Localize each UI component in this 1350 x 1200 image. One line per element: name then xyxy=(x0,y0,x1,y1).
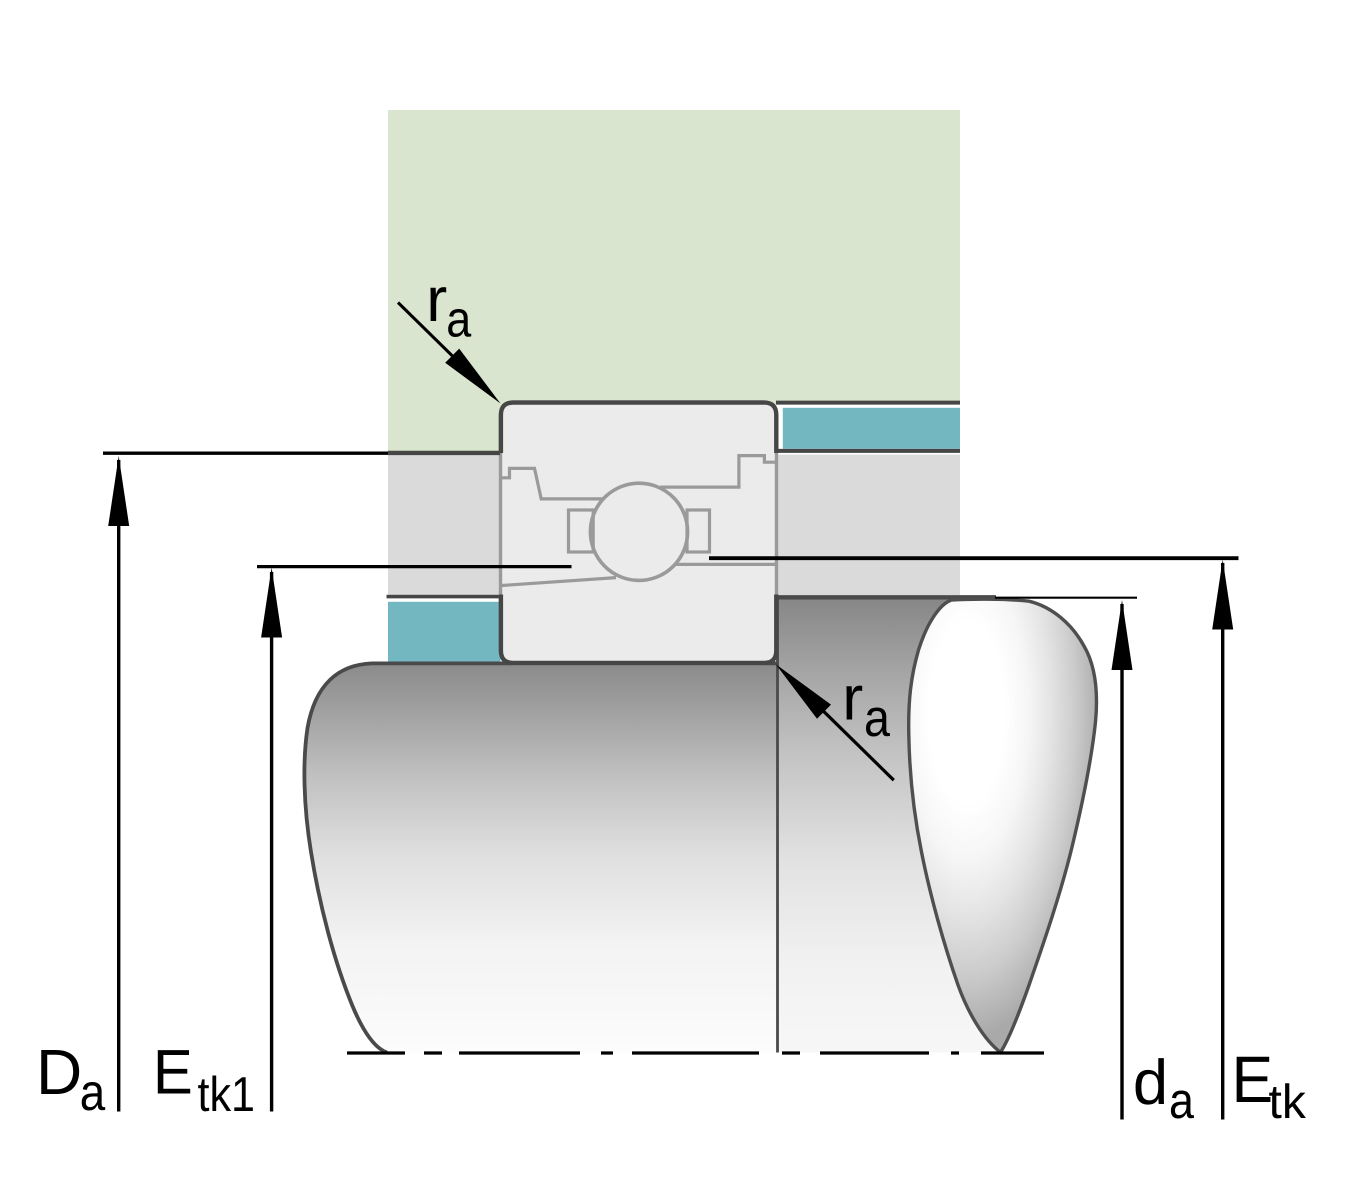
svg-text:a: a xyxy=(80,1064,106,1122)
svg-text:E: E xyxy=(153,1037,193,1107)
svg-text:tk: tk xyxy=(1269,1076,1307,1129)
svg-text:a: a xyxy=(1169,1072,1195,1129)
svg-text:a: a xyxy=(864,689,890,748)
svg-text:E: E xyxy=(1232,1043,1274,1116)
svg-text:r: r xyxy=(842,664,863,734)
svg-text:tk1: tk1 xyxy=(198,1068,256,1122)
svg-text:d: d xyxy=(1133,1048,1168,1118)
svg-text:r: r xyxy=(426,265,447,335)
svg-text:D: D xyxy=(36,1036,82,1108)
svg-text:a: a xyxy=(446,291,472,348)
